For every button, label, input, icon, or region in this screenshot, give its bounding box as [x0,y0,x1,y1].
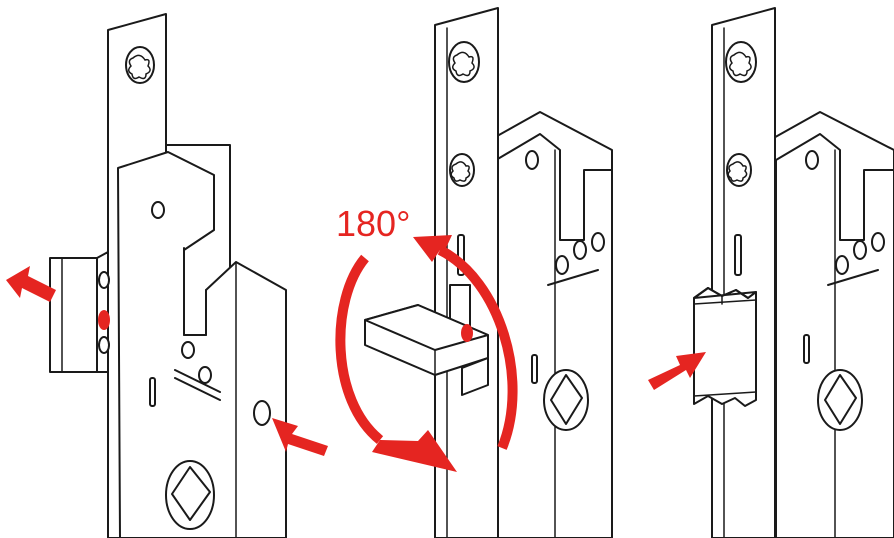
panel-3-insert-latch [648,7,894,538]
pull-out-arrow [6,266,56,302]
screw-icon [725,41,757,83]
spindle-hole [165,460,215,530]
screw-icon [726,153,752,187]
screw-icon [449,153,475,187]
latch-bolt-rotating [364,304,489,396]
latch-bolt-3 [693,287,757,407]
push-in-arrow [648,352,706,390]
panel-1-remove-latch [6,13,328,538]
latch-bolt-1 [49,251,110,373]
spindle-hole [817,369,863,431]
rotation-arrow-icon [335,235,518,472]
rotation-angle-label: 180° [336,203,410,244]
lock-body-1 [49,13,287,538]
screw-icon [125,46,155,84]
spindle-hole [543,369,589,431]
screw-icon [448,41,480,83]
push-pin-arrow [272,418,328,456]
panel-2-rotate-latch: 180° [335,7,613,538]
release-pin-hole [253,400,271,426]
